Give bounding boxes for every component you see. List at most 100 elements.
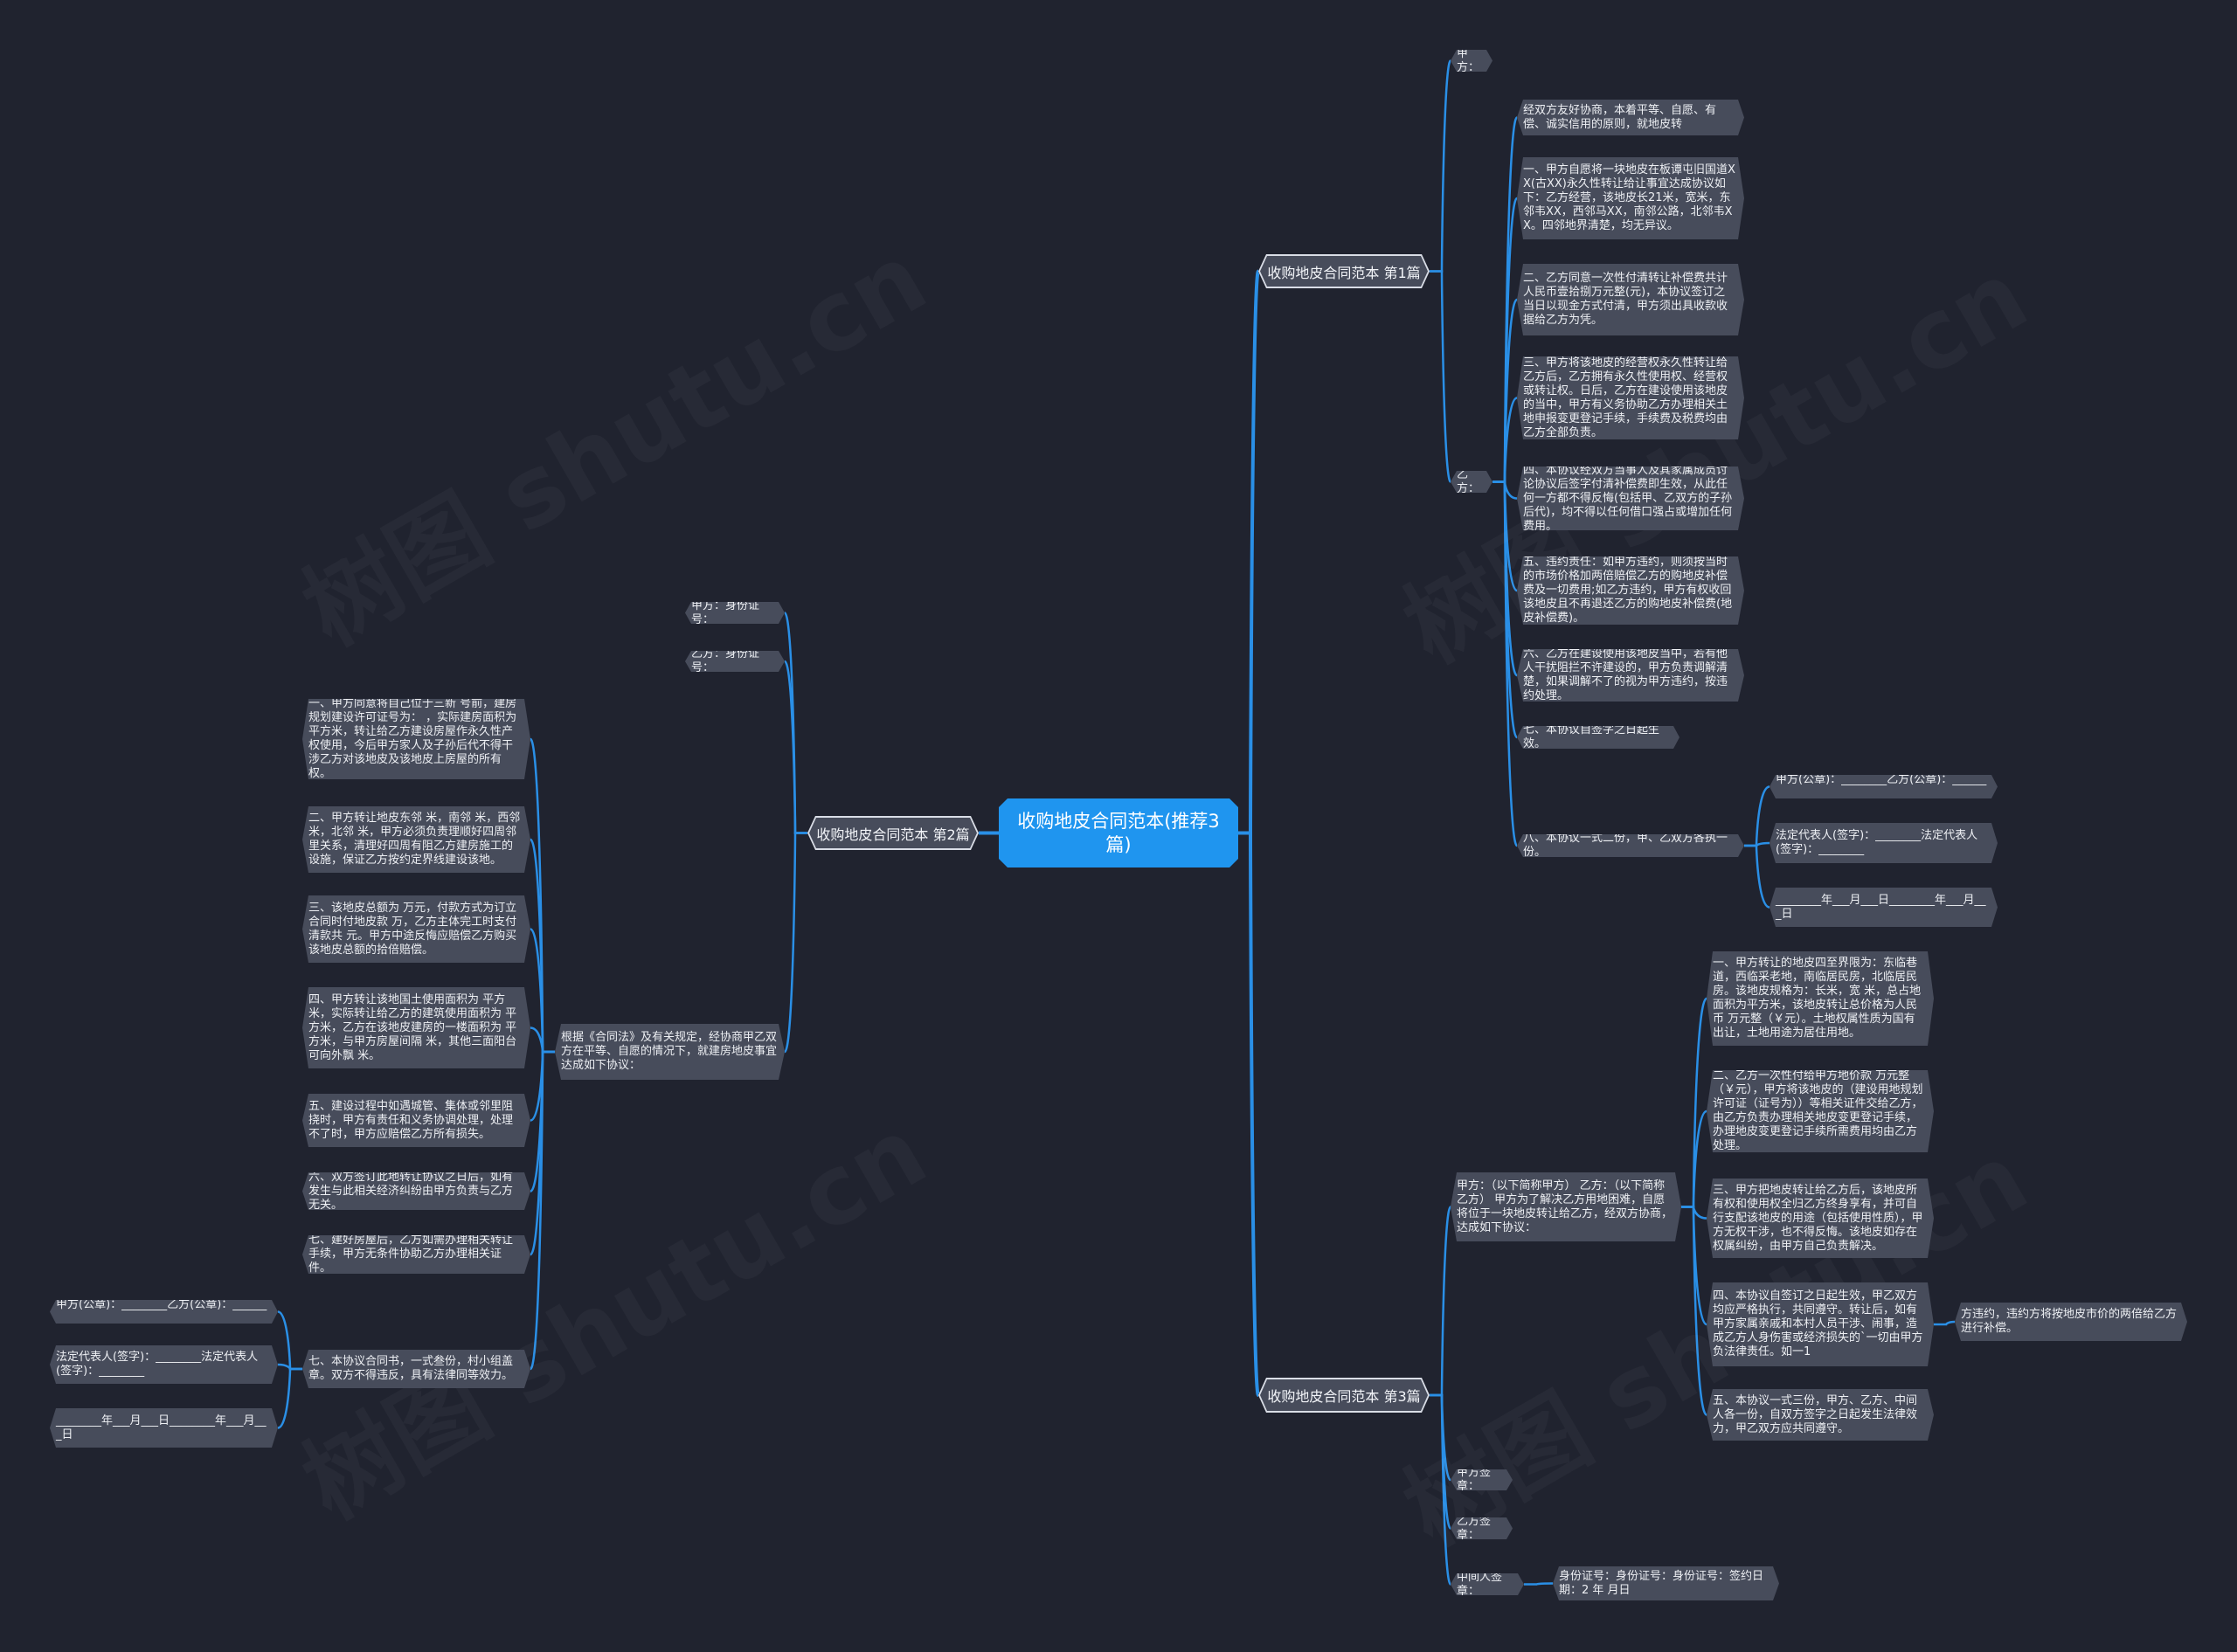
connector-line [1681, 1206, 1708, 1416]
node-label: 根据《合同法》及有关规定，经协商甲乙双方在平等、自愿的情况下，就建房地皮事宜达成… [561, 1031, 778, 1072]
s2-clause-node[interactable]: 四、甲方转让该地国土使用面积为 平方米，实际转让给乙方的建筑使用面积为 平方米，… [302, 987, 530, 1068]
section-3-label: 收购地皮合同范本 第3篇 [1260, 1379, 1428, 1411]
connector-line [1430, 270, 1452, 483]
s3-yifang-sign-node[interactable]: 乙方签章： [1451, 1517, 1513, 1539]
node-label: 三、该地皮总额为 万元，付款方式为订立合同时付地皮款 万，乙方主体完工时支付清款… [308, 901, 517, 957]
node-label: 经双方友好协商，本着平等、自愿、有偿、诚实信用的原则，就地皮转 [1523, 103, 1717, 131]
connector-line [783, 660, 807, 834]
s1-signature-node[interactable]: ________年___月___日________年___月___日 [1770, 888, 1998, 927]
s2-signature-node[interactable]: 甲方(公章)：________乙方(公章)：________ [50, 1300, 278, 1324]
s3-clause-node[interactable]: 二、乙方一次性付给甲方地价款 万元整（￥元），甲方将该地皮的（建设用地规划许可证… [1707, 1070, 1934, 1152]
node-label: 四、甲方转让该地国土使用面积为 平方米，实际转让给乙方的建筑使用面积为 平方米，… [308, 992, 517, 1062]
node-label: 一、甲方同意将自己位于三新 号前，建房规划建设许可证号为： ，实际建房面积为 平… [308, 697, 517, 780]
node-label: 八、本协议一式二份，甲、乙双方各执一份。 [1523, 832, 1728, 859]
node-label: 身份证号：身份证号：身份证号：签约日期：2 年 月日 [1559, 1569, 1764, 1597]
connector-line [277, 1367, 302, 1429]
node-label: 甲方： [1457, 46, 1480, 74]
s2-clause-node[interactable]: 二、甲方转让地皮东邻 米，南邻 米，西邻 米，北邻 米，甲方必须负责理顺好四周邻… [302, 806, 530, 873]
s1-clause-node[interactable]: 经双方友好协商，本着平等、自愿、有偿、诚实信用的原则，就地皮转 [1517, 100, 1744, 135]
s1-clause-node[interactable]: 八、本协议一式二份，甲、乙双方各执一份。 [1517, 834, 1744, 857]
s2-clause-node[interactable]: 七、建好房屋后，乙方如需办理相关转让手续，甲方无条件协助乙方办理相关证件。 [302, 1235, 530, 1274]
node-label: 甲方(公章)：________乙方(公章)：________ [1776, 772, 1987, 800]
connector-line [277, 1310, 302, 1371]
s1-clause-node[interactable]: 一、甲方自愿将一块地皮在板谭屯旧国道XX(古XX)永久性转让给让事宜达成协议如下… [1517, 157, 1744, 239]
section-2-topic[interactable]: 收购地皮合同范本 第2篇 [807, 816, 979, 850]
s1-yifang-node[interactable]: 乙方： [1451, 471, 1492, 493]
s1-clause-node[interactable]: 六、乙方在建设使用该地皮当中，若有他人干扰阻拦不许建设的，甲方负责调解清楚，如果… [1517, 649, 1744, 702]
connector-line [1430, 1393, 1452, 1586]
s2-clause-node[interactable]: 一、甲方同意将自己位于三新 号前，建房规划建设许可证号为： ，实际建房面积为 平… [302, 699, 530, 779]
node-label: 二、甲方转让地皮东邻 米，南邻 米，西邻 米，北邻 米，甲方必须负责理顺好四周邻… [308, 812, 521, 867]
s2-clause-node[interactable]: 六、双方签订此地转让协议之日后，如有发生与此相关经济纠纷由甲方负责与乙方无关。 [302, 1172, 530, 1210]
node-label: 七、本协议合同书，一式叁份，村小组盖章。双方不得违反，具有法律同等效力。 [308, 1355, 514, 1382]
s1-clause-node[interactable]: 四、本协议经双方当事人及其家属成员讨论协议后签字付清补偿费即生效，从此任何一方都… [1517, 467, 1744, 530]
node-label: 二、乙方一次性付给甲方地价款 万元整（￥元），甲方将该地皮的（建设用地规划许可证… [1713, 1069, 1923, 1152]
root-topic[interactable]: 收购地皮合同范本(推荐3篇) [999, 798, 1238, 867]
node-label: 六、双方签订此地转让协议之日后，如有发生与此相关经济纠纷由甲方负责与乙方无关。 [308, 1170, 514, 1212]
node-label: 乙方签章： [1457, 1514, 1492, 1542]
connector-line [1430, 59, 1452, 273]
node-label: 中间人签章： [1457, 1570, 1503, 1598]
node-label: 二、乙方同意一次性付清转让补偿费共计人民币壹拾捌万元整(元)，本协议签订之当日以… [1523, 272, 1728, 327]
node-label: 七、建好房屋后，乙方如需办理相关转让手续，甲方无条件协助乙方办理相关证件。 [308, 1234, 514, 1275]
node-label: 五、本协议一式三份，甲方、乙方、中间人各一份，自双方签字之日起发生法律效力，甲乙… [1713, 1393, 1918, 1435]
s3-middleman-detail-node[interactable]: 身份证号：身份证号：身份证号：签约日期：2 年 月日 [1553, 1566, 1779, 1600]
node-label: ________年___月___日________年___月___日 [56, 1414, 267, 1441]
node-label: 甲方：（以下简称甲方） 乙方：（以下简称乙方） 甲方为了解决乙方用地困难，自愿将… [1457, 1179, 1673, 1234]
s1-clause-node[interactable]: 七、本协议自签字之日起生效。 [1517, 726, 1679, 749]
node-label: 五、建设过程中如遇城管、集体或邻里阻挠时，甲方有责任和义务协调处理，处理不了时，… [308, 1099, 514, 1141]
s3-clause-continuation-node[interactable]: 方违约，违约方将按地皮市价的两倍给乙方进行补偿。 [1955, 1303, 2187, 1341]
s1-clause-node[interactable]: 五、违约责任：如甲方违约，则须按当时的市场价格加两倍赔偿乙方的购地皮补偿费及一切… [1517, 556, 1744, 625]
node-label: 四、本协议经双方当事人及其家属成员讨论协议后签字付清补偿费即生效，从此任何一方都… [1523, 463, 1733, 533]
s3-clause-node[interactable]: 一、甲方转让的地皮四至界限为：东临巷道，西临采老地，南临居民房，北临居民房。该地… [1707, 951, 1934, 1046]
s2-clause-node[interactable]: 七、本协议合同书，一式叁份，村小组盖章。双方不得违反，具有法律同等效力。 [302, 1350, 530, 1388]
s2-yifang-id-node[interactable]: 乙方：身份证号： [685, 651, 785, 672]
node-label: 三、甲方把地皮转让给乙方后，该地皮所有权和使用权全归乙方终身享有，并可自行支配该… [1713, 1183, 1923, 1253]
node-label: 方违约，违约方将按地皮市价的两倍给乙方进行补偿。 [1961, 1308, 2178, 1335]
connector-line [1744, 785, 1770, 847]
section-3-topic[interactable]: 收购地皮合同范本 第3篇 [1258, 1378, 1430, 1413]
node-label: 一、甲方自愿将一块地皮在板谭屯旧国道XX(古XX)永久性转让给让事宜达成协议如下… [1523, 163, 1735, 232]
s2-jiafang-id-node[interactable]: 甲方：身份证号： [685, 602, 785, 624]
s2-clause-node[interactable]: 三、该地皮总额为 万元，付款方式为订立合同时付地皮款 万，乙方主体完工时支付清款… [302, 895, 530, 963]
s3-clause-node[interactable]: 三、甲方把地皮转让给乙方后，该地皮所有权和使用权全归乙方终身享有，并可自行支配该… [1707, 1179, 1934, 1258]
connector-line [1238, 831, 1260, 1397]
section-1-label: 收购地皮合同范本 第1篇 [1260, 256, 1428, 287]
connector-line [529, 1050, 555, 1371]
node-label: 五、违约责任：如甲方违约，则须按当时的市场价格加两倍赔偿乙方的购地皮补偿费及一切… [1523, 556, 1733, 625]
node-label: ________年___月___日________年___月___日 [1776, 893, 1986, 921]
s3-middleman-sign-node[interactable]: 中间人签章： [1451, 1573, 1524, 1595]
connector-line [1524, 1582, 1554, 1586]
connector-line [1681, 1109, 1707, 1208]
s3-clause-node[interactable]: 四、本协议自签订之日起生效，甲乙双方均应严格执行，共同遵守。转让后，如有甲方家属… [1707, 1282, 1934, 1366]
connector-line [1430, 1393, 1452, 1530]
node-label: 甲方(公章)：________乙方(公章)：________ [56, 1297, 267, 1325]
s1-clause-node[interactable]: 三、甲方将该地皮的经营权永久性转让给乙方后，乙方拥有永久性使用权、经营权或转让权… [1517, 356, 1744, 439]
connector-line [1430, 1393, 1452, 1482]
node-label: 乙方： [1457, 467, 1480, 495]
s1-signature-node[interactable]: 法定代表人(签字)：________法定代表人(签字)：________ [1770, 823, 1998, 863]
s1-jiafang-node[interactable]: 甲方： [1451, 50, 1492, 72]
s2-signature-node[interactable]: 法定代表人(签字)：________法定代表人(签字)：________ [50, 1345, 278, 1384]
connector-line [783, 612, 807, 834]
node-label: 六、乙方在建设使用该地皮当中，若有他人干扰阻拦不许建设的，甲方负责调解清楚，如果… [1523, 647, 1728, 702]
node-label: 三、甲方将该地皮的经营权永久性转让给乙方后，乙方拥有永久性使用权、经营权或转让权… [1523, 356, 1728, 439]
node-label: 一、甲方转让的地皮四至界限为：东临巷道，西临采老地，南临居民房，北临居民房。该地… [1713, 957, 1922, 1040]
s2-clause-node[interactable]: 五、建设过程中如遇城管、集体或邻里阻挠时，甲方有责任和义务协调处理，处理不了时，… [302, 1094, 530, 1147]
s3-clause-node[interactable]: 五、本协议一式三份，甲方、乙方、中间人各一份，自双方签字之日起发生法律效力，甲乙… [1707, 1389, 1934, 1441]
s2-intro-node[interactable]: 根据《合同法》及有关规定，经协商甲乙双方在平等、自愿的情况下，就建房地皮事宜达成… [555, 1024, 785, 1080]
root-topic-label: 收购地皮合同范本(推荐3篇) [1017, 810, 1220, 855]
node-label: 法定代表人(签字)：________法定代表人(签字)：________ [56, 1351, 259, 1378]
connector-line [1430, 1206, 1452, 1397]
s3-jiafang-sign-node[interactable]: 甲方签章： [1451, 1469, 1513, 1490]
connector-line [1744, 844, 1770, 909]
s1-clause-node[interactable]: 二、乙方同意一次性付清转让补偿费共计人民币壹拾捌万元整(元)，本协议签订之当日以… [1517, 264, 1744, 335]
node-label: 四、本协议自签订之日起生效，甲乙双方均应严格执行，共同遵守。转让后，如有甲方家属… [1713, 1289, 1923, 1358]
s3-intro-node[interactable]: 甲方：（以下简称甲方） 乙方：（以下简称乙方） 甲方为了解决乙方用地困难，自愿将… [1451, 1172, 1681, 1241]
connector-line [1238, 269, 1260, 835]
s2-signature-node[interactable]: ________年___月___日________年___月___日 [50, 1408, 278, 1448]
section-2-label: 收购地皮合同范本 第2篇 [809, 818, 977, 848]
s1-signature-node[interactable]: 甲方(公章)：________乙方(公章)：________ [1770, 775, 1998, 798]
section-1-topic[interactable]: 收购地皮合同范本 第1篇 [1258, 254, 1430, 288]
